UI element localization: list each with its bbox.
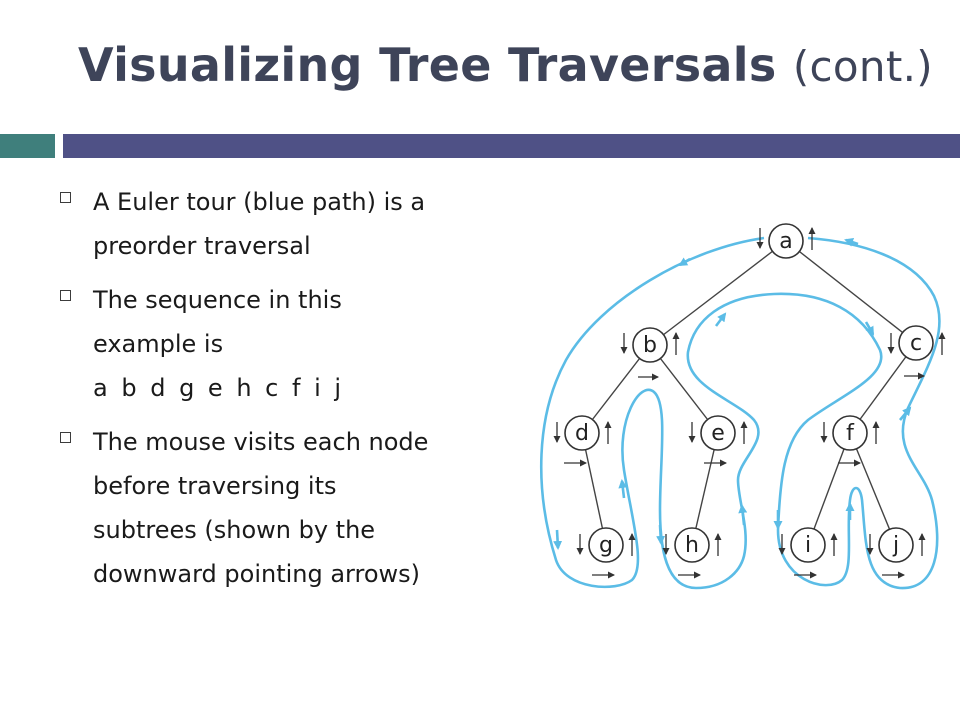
bullet-line: subtrees (shown by the: [93, 516, 376, 544]
node-label: e: [711, 421, 725, 446]
node-label: a: [779, 229, 792, 254]
traversal-sequence: a b d g e h c f i j: [93, 374, 345, 402]
tree-node: e: [700, 415, 736, 451]
bullet-line: example is: [93, 330, 224, 358]
tree-node: d: [564, 415, 600, 451]
slide-title: Visualizing Tree Traversals (cont.): [78, 38, 933, 92]
euler-tour-diagram: a b c d e f g h i j: [539, 223, 946, 590]
tree-node: b: [632, 327, 668, 363]
node-label: b: [643, 333, 657, 358]
bullet-line: A Euler tour (blue path) is a: [93, 188, 426, 216]
euler-tour-path: [539, 236, 941, 590]
tree-node: i: [790, 527, 826, 563]
bullet-list: A Euler tour (blue path) is a preorder t…: [58, 180, 528, 606]
node-label: d: [575, 421, 589, 446]
title-suffix: (cont.): [792, 42, 933, 91]
tree-node: a: [768, 223, 804, 259]
node-label: h: [685, 533, 699, 558]
bullet-line: preorder traversal: [93, 232, 311, 260]
tree-node: j: [878, 527, 914, 563]
node-label: c: [910, 331, 922, 356]
node-label: i: [805, 533, 811, 558]
accent-bar-teal: [0, 134, 55, 158]
bullet-square-icon: [60, 290, 71, 301]
bullet-item: The sequence in this example is a b d g …: [58, 278, 528, 410]
accent-bar-navy: [63, 134, 960, 158]
bullet-line: before traversing its: [93, 472, 337, 500]
node-label: g: [599, 533, 613, 558]
tree-node: c: [898, 325, 934, 361]
bullet-line: The mouse visits each node: [93, 428, 429, 456]
bullet-square-icon: [60, 432, 71, 443]
tree-node: h: [674, 527, 710, 563]
bullet-item: The mouse visits each node before traver…: [58, 420, 528, 596]
tree-edges: [581, 240, 917, 546]
tree-node: g: [588, 527, 624, 563]
node-label: f: [846, 421, 855, 446]
bullet-item: A Euler tour (blue path) is a preorder t…: [58, 180, 528, 268]
title-main: Visualizing Tree Traversals: [78, 38, 777, 92]
node-label: j: [892, 533, 899, 558]
bullet-square-icon: [60, 192, 71, 203]
visit-arrows: [553, 227, 946, 579]
bullet-line: The sequence in this: [93, 286, 342, 314]
tour-direction-arrows: [553, 237, 912, 550]
bullet-line: downward pointing arrows): [93, 560, 421, 588]
tree-node: f: [832, 415, 868, 451]
